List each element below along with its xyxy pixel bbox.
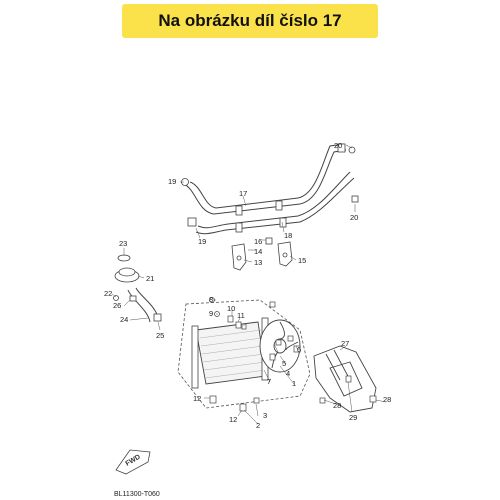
callout-19-bottom: 19 [198,237,206,246]
callout-9: 9 [209,309,213,318]
callout-21: 21 [146,274,154,283]
bracket-13 [231,243,247,271]
callout-10: 10 [227,304,235,313]
callout-4: 4 [286,369,290,378]
callout-19-top: 19 [168,177,176,186]
callout-16: 16 [254,237,262,246]
callout-5: 5 [282,359,286,368]
callout-24: 24 [120,315,128,324]
bracket-15 [277,241,293,267]
radiator-fins [199,329,267,379]
diagram-code: BL11300-T060 [114,491,160,498]
hose-17 [183,143,347,215]
callout-28-left: 28 [333,401,341,410]
callout-12-left: 12 [193,394,201,403]
hose-clamps [187,143,346,233]
callout-2: 2 [256,421,260,430]
callout-20-top: 20 [334,141,342,150]
callout-22: 22 [104,289,112,298]
collar-16 [265,237,273,245]
side-cover-27 [313,345,377,413]
callout-17: 17 [239,189,247,198]
callout-12-bottom: 12 [229,415,237,424]
callout-8: 8 [209,295,213,304]
callout-11: 11 [237,311,245,320]
callout-numbers: 17 18 19 19 20 20 16 14 13 15 23 21 22 2… [104,141,391,430]
radiator-assembly-outline [177,299,311,409]
callout-15: 15 [298,256,306,265]
filler-neck-21 [114,267,140,283]
clip-22-26 [113,295,162,322]
callout-20-right: 20 [350,213,358,222]
callout-18: 18 [284,231,292,240]
radiator-hardware [209,297,377,412]
callout-14: 14 [254,247,262,256]
part-number-banner: Na obrázku díl číslo 17 [122,4,378,38]
callout-23: 23 [119,239,127,248]
callout-13: 13 [254,258,262,267]
callout-26: 26 [113,301,121,310]
callout-27: 27 [341,339,349,348]
callout-1: 1 [292,379,296,388]
callout-7: 7 [267,377,271,386]
banner-text: Na obrázku díl číslo 17 [158,11,342,30]
hose-18 [195,171,355,235]
callout-29: 29 [349,413,357,422]
callout-3: 3 [263,411,267,420]
callout-6: 6 [297,345,301,354]
callout-28-right: 28 [383,395,391,404]
hose-24 [127,287,159,323]
hose-end-fittings [181,146,359,203]
callout-25: 25 [156,331,164,340]
fwd-arrow-icon: FWD [115,449,151,475]
leader-lines [111,144,387,425]
